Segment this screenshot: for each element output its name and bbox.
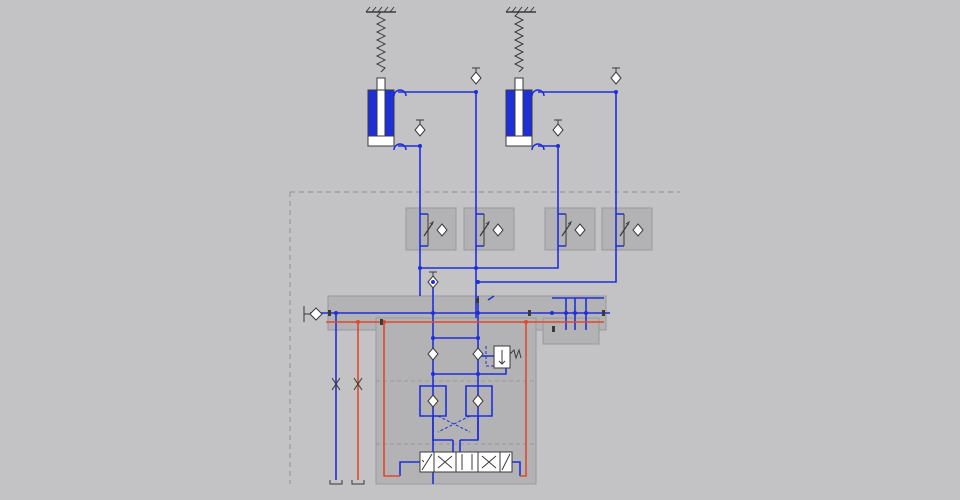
flow-control-valve-4 <box>619 214 644 246</box>
flow-control-valve-3 <box>561 214 586 246</box>
check-valve-2 <box>472 347 484 361</box>
flow-valve-panel-1 <box>405 207 457 251</box>
gauge-points <box>414 67 622 289</box>
shutoff-valve-1 <box>331 377 341 391</box>
junction-dots <box>334 90 618 376</box>
check-valves <box>427 347 484 408</box>
spring-left <box>365 6 396 73</box>
flow-valve-panel-4 <box>601 207 653 251</box>
subsystem-boundary <box>289 191 680 484</box>
gauge-point-3 <box>610 67 622 85</box>
flow-control-valve-1 <box>423 214 448 246</box>
check-valve-1 <box>427 347 439 361</box>
manifold-panels <box>327 207 653 485</box>
pump-inlet <box>303 306 323 322</box>
gauge-point-1 <box>470 67 482 85</box>
port-markers <box>328 298 605 332</box>
flow-control-valve-2 <box>479 214 504 246</box>
tank-connections <box>329 480 365 485</box>
shutoff-valves <box>331 377 363 391</box>
return-lines <box>326 321 604 480</box>
tank-1 <box>329 480 343 485</box>
gauge-point-4 <box>552 119 564 137</box>
spring-right <box>505 6 536 73</box>
relief-valve <box>493 345 522 369</box>
check-valve-4 <box>472 394 484 408</box>
flow-control-valves <box>423 214 644 246</box>
gauge-point-2 <box>414 119 426 137</box>
cylinder-right <box>505 77 545 151</box>
flow-valve-panel-2 <box>463 207 515 251</box>
check-valve-3 <box>427 394 439 408</box>
flow-valve-panel-3 <box>544 207 596 251</box>
shutoff-valve-2 <box>353 377 363 391</box>
cylinder-left <box>367 77 407 151</box>
tank-2 <box>351 480 365 485</box>
directional-valve <box>419 451 513 473</box>
